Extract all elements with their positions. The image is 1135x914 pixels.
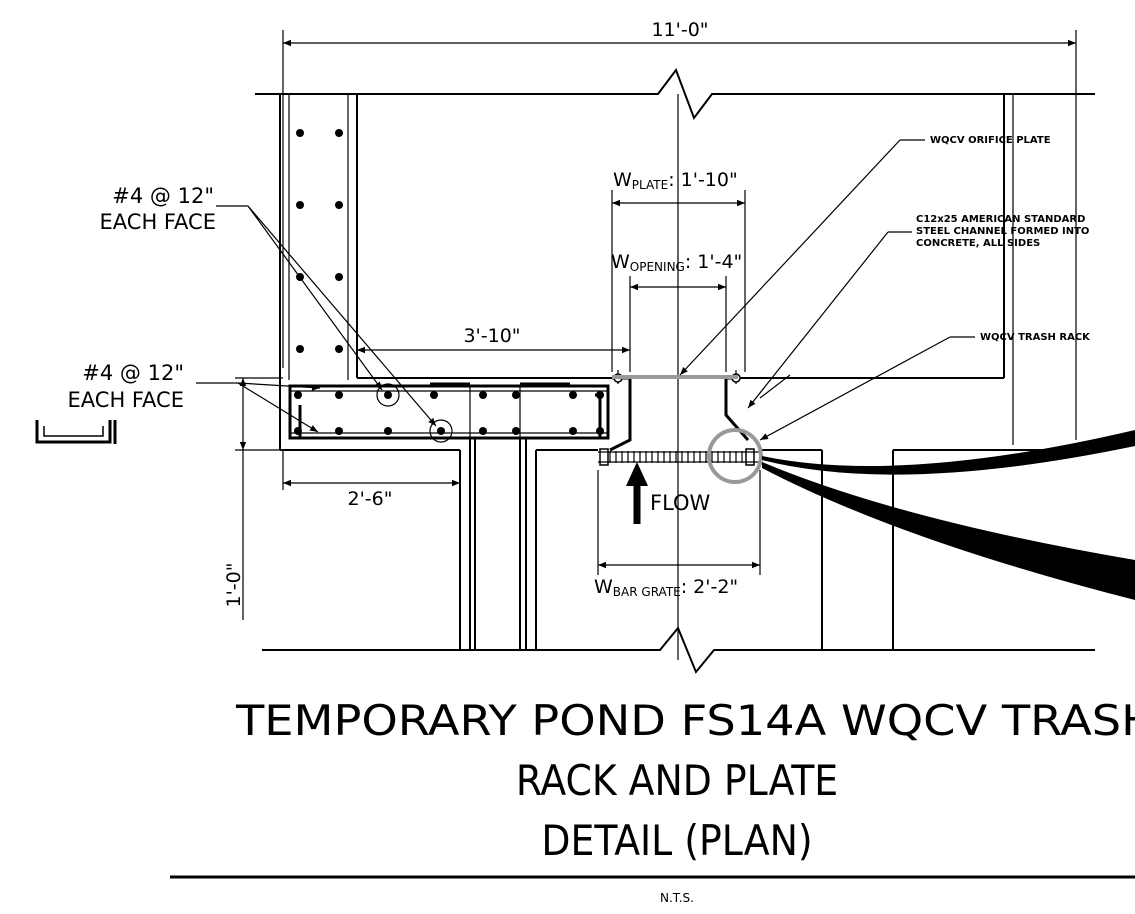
bar-grate <box>598 428 763 484</box>
svg-text:EACH FACE: EACH FACE <box>68 388 184 412</box>
drawing-title: TEMPORARY POND FS14A WQCV TRASH RACK AND… <box>170 696 1135 905</box>
bar-grate-dimension: WBAR GRATE: 2'-2" <box>594 470 761 599</box>
svg-text:3'-10": 3'-10" <box>463 325 520 347</box>
vertical-dimension: 1'-0" <box>223 377 283 620</box>
scale-label: N.T.S. <box>660 891 694 905</box>
orifice-plate-note: WQCV ORIFICE PLATE <box>679 135 1051 376</box>
bottom-break-line <box>262 626 1095 674</box>
rebar-stirrup-symbol <box>35 420 117 444</box>
svg-text:C12x25 AMERICAN STANDARD: C12x25 AMERICAN STANDARD <box>916 214 1085 225</box>
flow-label: FLOW <box>650 491 711 515</box>
svg-text:STEEL CHANNEL FORMED INTO: STEEL CHANNEL FORMED INTO <box>916 226 1089 237</box>
steel-channel-note: C12x25 AMERICAN STANDARD STEEL CHANNEL F… <box>747 214 1089 409</box>
svg-text:WQCV ORIFICE PLATE: WQCV ORIFICE PLATE <box>930 135 1051 146</box>
trash-rack-swoosh <box>762 430 1135 600</box>
overall-width-label: 11'-0" <box>651 19 708 41</box>
title-line-1: TEMPORARY POND FS14A WQCV TRASH <box>235 696 1135 745</box>
title-line-2: RACK AND PLATE <box>516 756 838 805</box>
bar-grate-width-label: WBAR GRATE: 2'-2" <box>594 576 738 599</box>
svg-text:1'-0": 1'-0" <box>223 563 245 608</box>
flow-arrow: FLOW <box>626 462 711 524</box>
svg-text:EACH FACE: EACH FACE <box>100 210 216 234</box>
title-line-3: DETAIL (PLAN) <box>541 816 812 865</box>
left-offset-dimension: 3'-10" <box>357 325 630 354</box>
rebar-callout-mid: #4 @ 12" EACH FACE <box>35 361 321 444</box>
trash-rack-note: WQCV TRASH RACK <box>759 332 1091 441</box>
steel-channel-left <box>609 370 632 452</box>
svg-text:WQCV TRASH RACK: WQCV TRASH RACK <box>980 332 1091 343</box>
trash-rack-detail-circle <box>707 428 763 484</box>
wall-rebar-dots <box>296 129 343 353</box>
rebar-callout-top: #4 @ 12" EACH FACE <box>100 184 437 427</box>
svg-text:CONCRETE, ALL SIDES: CONCRETE, ALL SIDES <box>916 238 1040 249</box>
top-break-line <box>255 67 1095 121</box>
opening-dimension: WOPENING: 1'-4" <box>611 251 742 372</box>
slab-rebar-dots <box>294 391 604 435</box>
overall-dimension: 11'-0" <box>282 19 1077 440</box>
svg-text:#4 @ 12": #4 @ 12" <box>82 361 184 385</box>
svg-text:#4 @ 12": #4 @ 12" <box>112 184 214 208</box>
left-wall <box>279 94 358 450</box>
wall-width-dimension: 2'-6" <box>282 450 460 510</box>
box-outline <box>357 94 1014 445</box>
plate-width-label: WPLATE: 1'-10" <box>613 169 738 192</box>
svg-text:2'-6": 2'-6" <box>348 488 393 510</box>
bottom-slab <box>288 382 610 443</box>
opening-width-label: WOPENING: 1'-4" <box>611 251 742 274</box>
plate-dimension: WPLATE: 1'-10" <box>611 169 746 372</box>
